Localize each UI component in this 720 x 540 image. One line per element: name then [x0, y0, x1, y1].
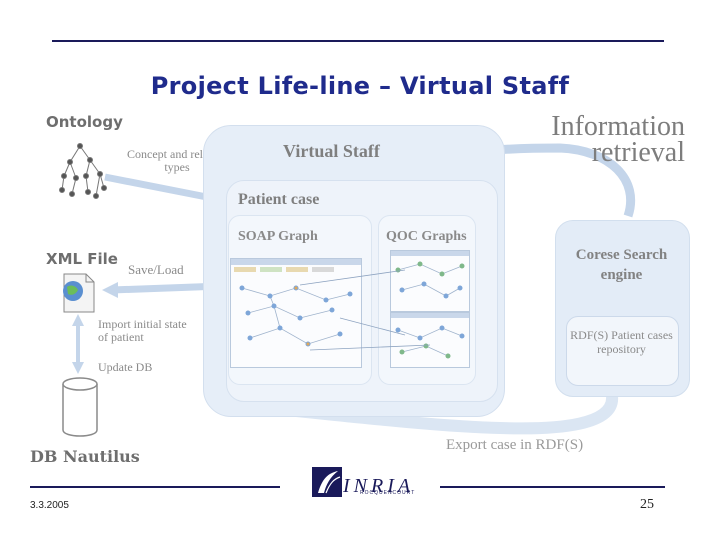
patient-case-label: Patient case: [238, 191, 320, 208]
ontology-tree-icon: [59, 143, 107, 199]
inria-logo: [312, 467, 342, 497]
rdf-repository-box: [566, 316, 679, 386]
soap-graph-label: SOAP Graph: [238, 229, 318, 244]
qoc-graph-screenshot-2: [390, 312, 470, 368]
database-cylinder-icon: [62, 377, 98, 437]
slide-date: 3.3.2005: [30, 500, 69, 511]
import-label: Import initial state of patient: [98, 317, 187, 344]
corese-search-engine-label: Corese Search engine: [575, 247, 668, 283]
virtual-staff-label: Virtual Staff: [283, 141, 380, 161]
information-retrieval-label: Information retrieval: [551, 111, 685, 168]
db-nautilus-label: DB Nautilus: [30, 447, 140, 466]
qoc-graph-screenshot-1: [390, 250, 470, 312]
concept-relation-label: Concept and relation types: [127, 147, 227, 174]
xml-file-icon: [63, 273, 95, 313]
soap-graph-screenshot: [230, 258, 362, 368]
ontology-to-patient-arrow: [104, 173, 223, 204]
export-case-label: Export case in RDF(S): [446, 437, 584, 453]
footer-rule-left: [30, 486, 280, 488]
rdf-repository-label: RDF(S) Patient cases repository: [570, 328, 673, 356]
inria-logo-text: INRIA: [343, 475, 415, 497]
slide-title: Project Life-line – Virtual Staff: [150, 72, 570, 100]
save-load-label: Save/Load: [128, 262, 184, 277]
xml-file-label: XML File: [46, 250, 118, 268]
ontology-label: Ontology: [46, 113, 123, 131]
inria-logo-subtitle: ROCQUENCOURT: [360, 490, 416, 496]
footer-rule-right: [440, 486, 665, 488]
qoc-graphs-label: QOC Graphs: [386, 229, 467, 244]
top-rule: [52, 40, 664, 42]
page-number: 25: [640, 497, 654, 512]
update-db-label: Update DB: [98, 360, 153, 374]
